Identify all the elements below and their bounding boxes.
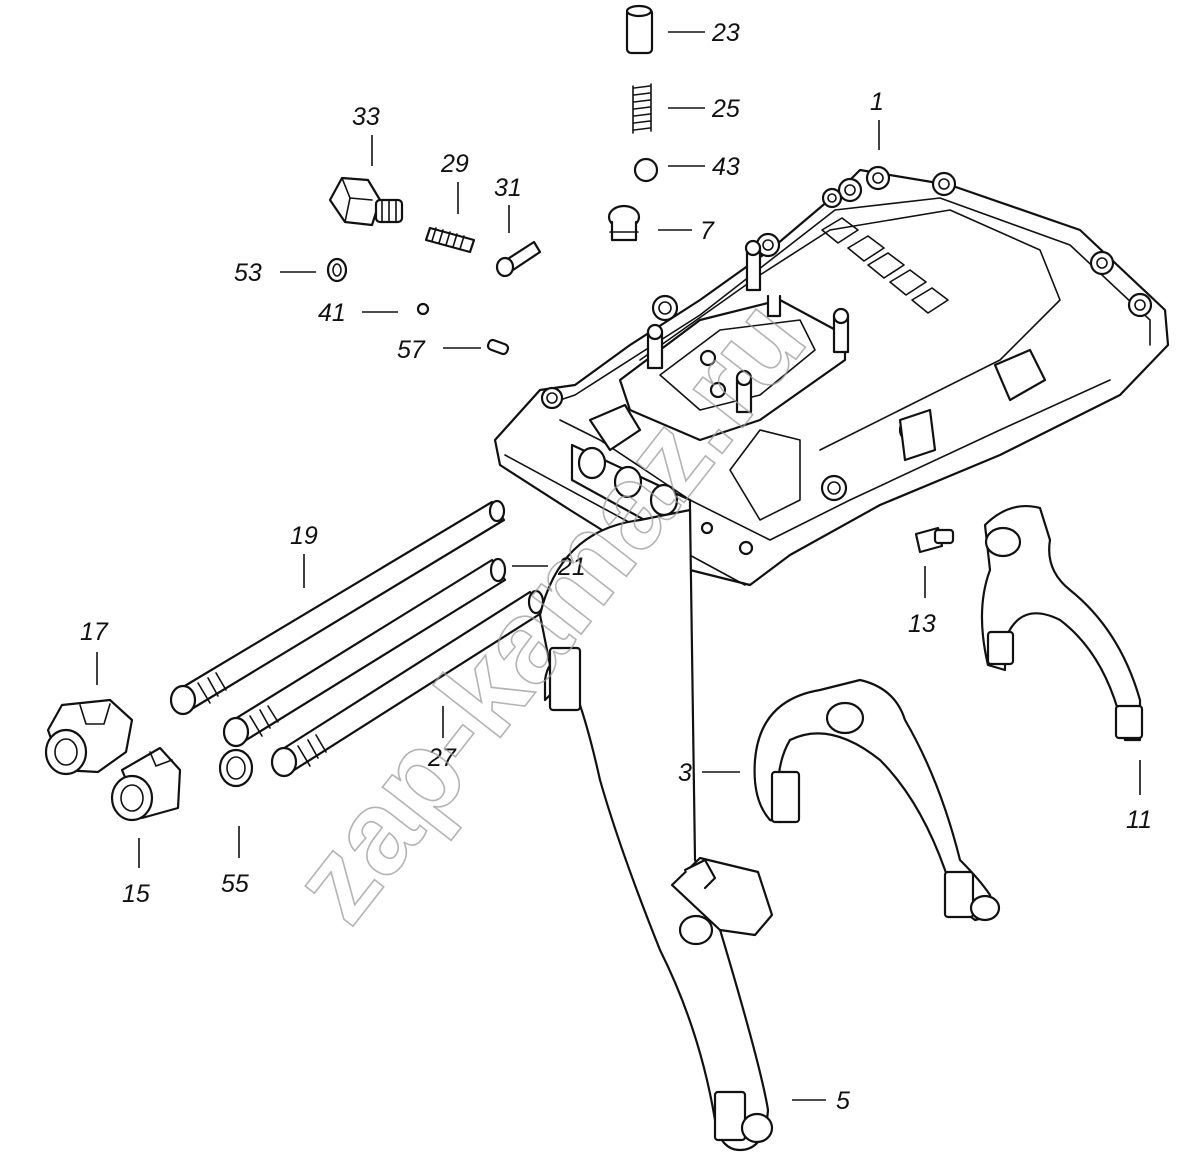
callout-1: 1 [870, 88, 884, 116]
callout-33: 33 [352, 103, 380, 131]
part-5-fork [538, 508, 774, 1152]
part-1-cover-housing [493, 165, 1170, 587]
part-55-washer [218, 748, 254, 788]
callout-41: 41 [318, 299, 346, 327]
callout-labels: 23 25 43 7 1 33 29 31 53 41 57 19 21 27 … [80, 19, 1152, 1115]
part-53-ring [326, 257, 348, 283]
callout-11: 11 [1126, 806, 1152, 834]
callout-3: 3 [678, 759, 692, 787]
part-25-sleeve [625, 4, 654, 55]
callout-25: 23 [711, 19, 740, 47]
part-41-ball [416, 302, 430, 316]
callout-17: 17 [80, 618, 109, 646]
part-21-rod [222, 557, 507, 748]
callout-13: 13 [908, 610, 936, 638]
callout-5: 5 [836, 1087, 850, 1115]
part-43-ball [633, 157, 659, 183]
callout-29: 29 [440, 150, 469, 178]
callout-7: 7 [700, 217, 715, 245]
part-11-fork [980, 504, 1144, 742]
callout-43: 43 [712, 153, 740, 181]
part-27-spring [632, 83, 652, 134]
part-29-spring [424, 226, 476, 254]
part-15-head [110, 746, 182, 822]
callout-53: 53 [234, 259, 262, 287]
callout-27: 25 [711, 95, 740, 123]
callout-23: 27 [427, 744, 457, 772]
part-13-plug [914, 526, 955, 554]
part-31-pin [495, 240, 542, 278]
part-57-pin [486, 338, 510, 356]
part-19-rod [169, 499, 506, 716]
callout-21: 21 [557, 553, 586, 581]
callout-55: 55 [221, 870, 249, 898]
part-33-fitting [328, 176, 404, 227]
part-3-fork [753, 678, 1001, 922]
part-7-plug [607, 204, 641, 242]
callout-19: 19 [290, 522, 318, 550]
leader-lines [96, 31, 1141, 1101]
part-17-head [44, 698, 134, 776]
callout-31: 31 [494, 174, 522, 202]
callout-57: 57 [397, 336, 426, 364]
callout-15: 15 [122, 880, 150, 908]
